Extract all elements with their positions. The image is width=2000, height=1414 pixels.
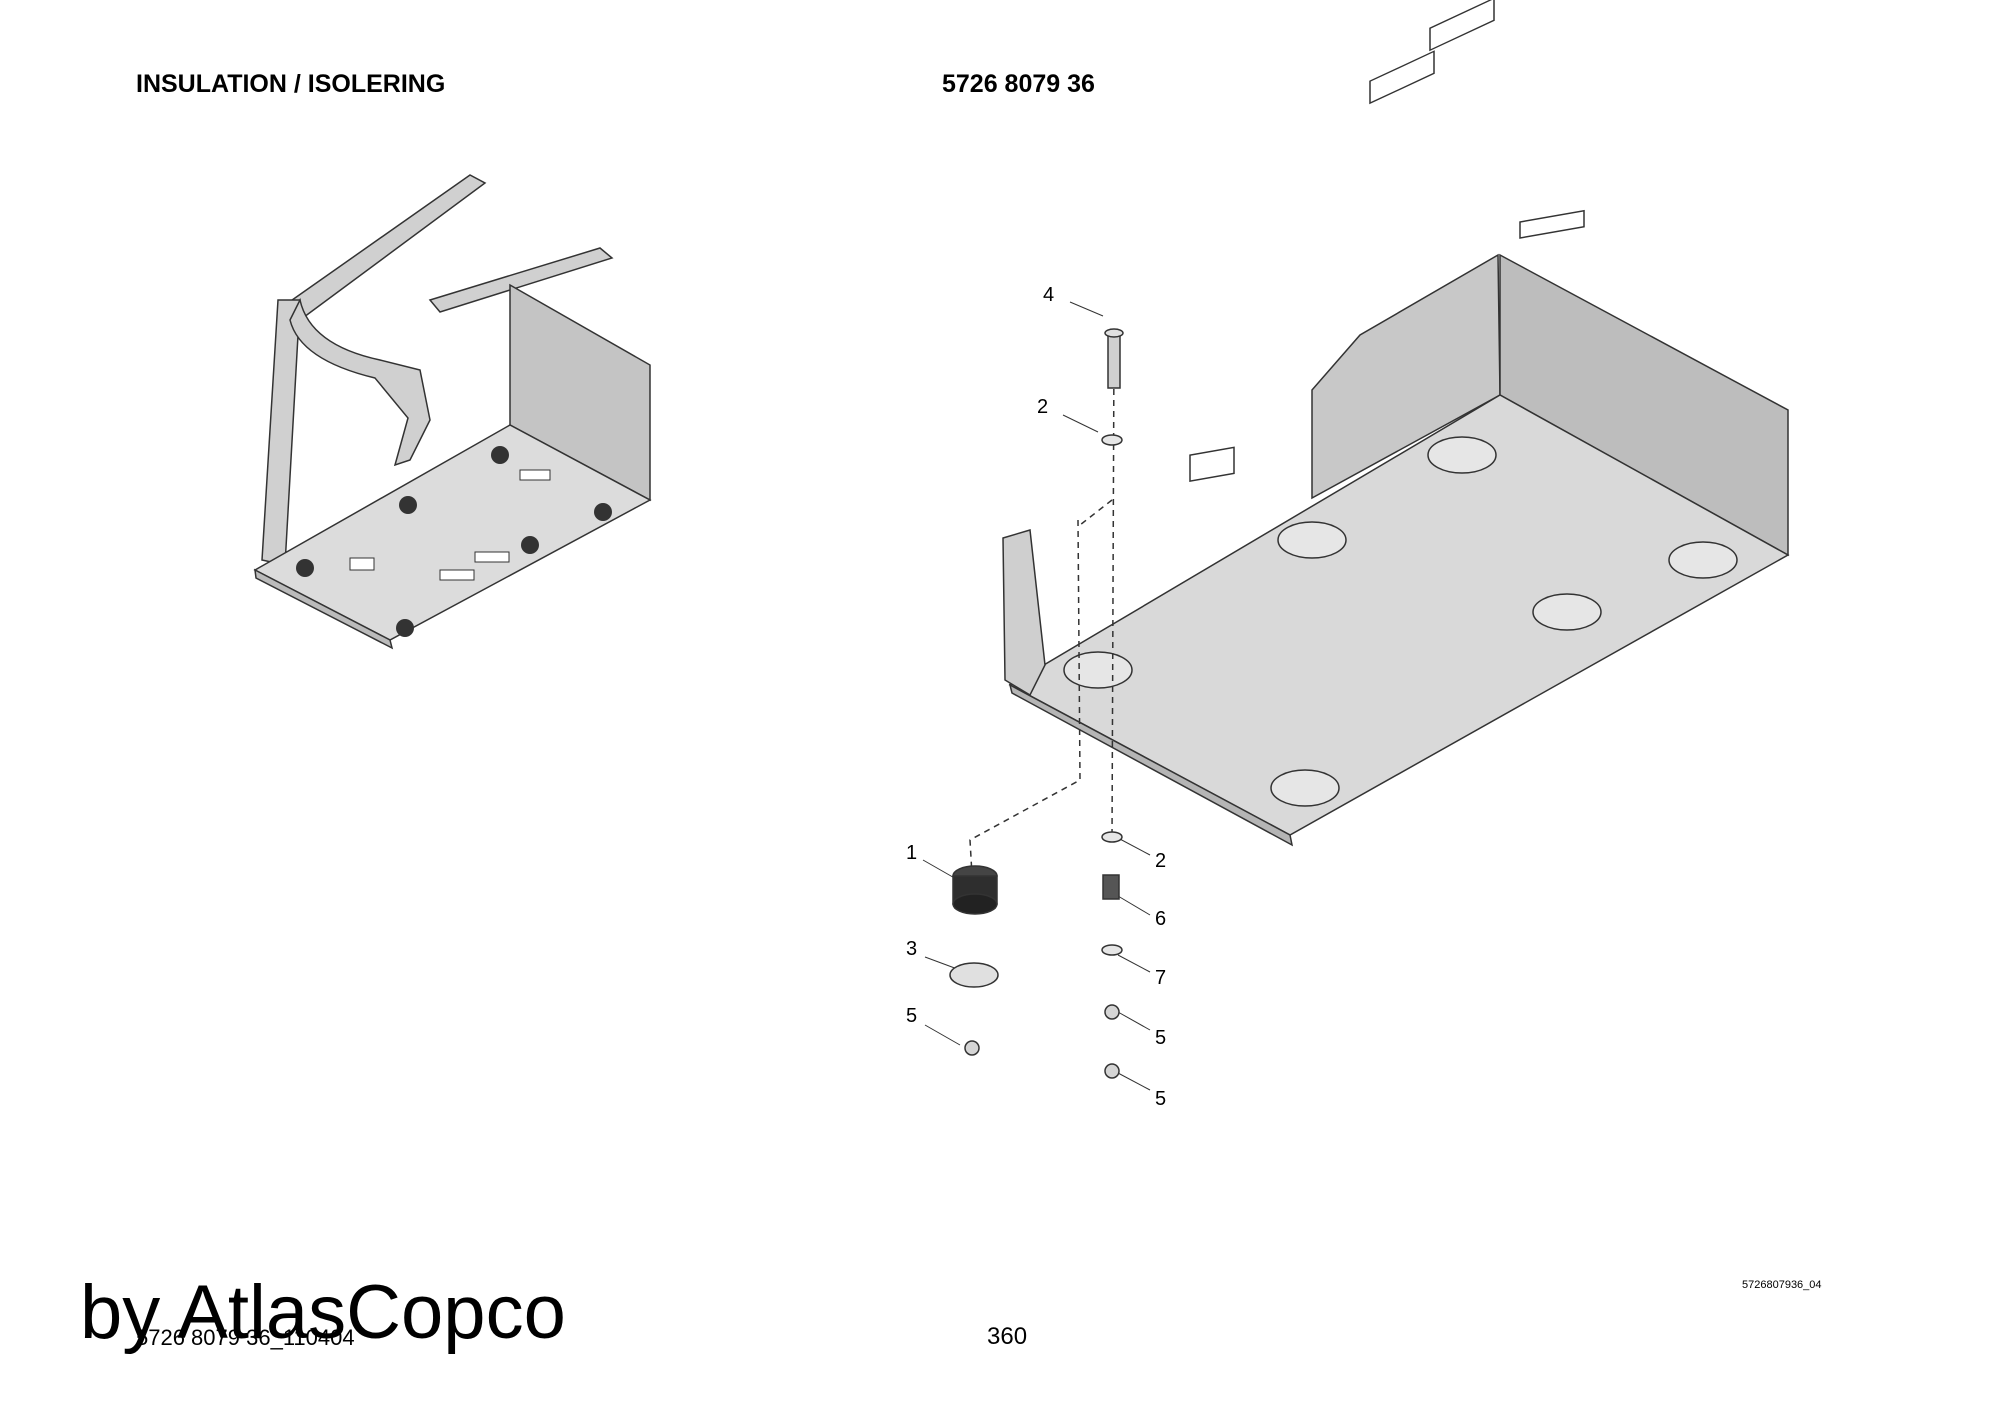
leader-2-right <box>1117 837 1151 856</box>
mount-e <box>521 536 539 554</box>
frame-rail-mid <box>428 247 614 313</box>
floor-cutout-d <box>519 469 551 481</box>
page-number: 360 <box>987 1323 1028 1350</box>
mount-f <box>396 619 414 637</box>
part-bolt-head <box>1104 328 1124 338</box>
callout-2-right: 2 <box>1155 850 1167 872</box>
callout-5-right-b: 5 <box>1155 1088 1167 1110</box>
figure-reference: 5726807936_04 <box>1742 1279 1822 1291</box>
mount-b <box>399 496 417 514</box>
part-washer-right <box>1101 831 1123 843</box>
leader-7 <box>1117 954 1151 973</box>
box-edge <box>254 568 394 650</box>
part-number: 5726 8079 36 <box>942 70 1095 98</box>
floor-oval-6 <box>1270 769 1340 807</box>
part-bolt <box>1107 332 1121 389</box>
document-reference: 5726 8079 36_110404 <box>136 1325 355 1350</box>
part-nut-right-a <box>1104 1004 1120 1020</box>
mount-a <box>296 559 314 577</box>
floor-cutout-b <box>439 569 475 581</box>
floor-oval-5 <box>1668 541 1738 579</box>
detail-front-rail <box>1002 529 1046 697</box>
mount-c <box>491 446 509 464</box>
leader-1 <box>922 859 959 881</box>
detail-back-wall <box>1311 253 1501 500</box>
part-plate-washer <box>949 962 999 988</box>
floor-cutout-c <box>474 551 510 563</box>
leader-2-top <box>1062 414 1099 433</box>
frame-rail-curve <box>289 297 431 467</box>
assembly-line-center <box>1111 344 1115 841</box>
leader-6 <box>1117 895 1151 916</box>
part-washer-7 <box>1101 944 1123 956</box>
callout-1: 1 <box>906 842 918 864</box>
part-damper-bottom <box>952 893 998 915</box>
floor-oval-1 <box>1063 651 1133 689</box>
callout-5-right-a: 5 <box>1155 1027 1167 1049</box>
mount-d <box>594 503 612 521</box>
part-washer-top <box>1101 434 1123 446</box>
callout-2-top: 2 <box>1037 396 1049 418</box>
floor-oval-3 <box>1427 436 1497 474</box>
assembly-line-upper <box>1079 499 1113 526</box>
callout-6: 6 <box>1155 908 1167 930</box>
callout-3: 3 <box>906 938 918 960</box>
floor-oval-2 <box>1277 521 1347 559</box>
floor-window-4 <box>1519 209 1585 239</box>
floor-window-3 <box>1429 0 1495 52</box>
floor-window-2 <box>1369 50 1435 105</box>
callout-4: 4 <box>1043 284 1055 306</box>
callout-5-left: 5 <box>906 1005 918 1027</box>
leader-5-left <box>924 1024 961 1046</box>
leader-4 <box>1069 301 1104 317</box>
part-nut-left <box>964 1040 980 1056</box>
section-title: INSULATION / ISOLERING <box>136 70 446 98</box>
detail-floor-lip <box>1008 683 1294 847</box>
floor-oval-4 <box>1532 593 1602 631</box>
assembly-line-left <box>969 519 1081 876</box>
part-nut-right-b <box>1104 1063 1120 1079</box>
leader-5-right-b <box>1117 1072 1151 1091</box>
callout-7: 7 <box>1155 967 1167 989</box>
watermark: by AtlasCopco <box>80 1270 566 1355</box>
part-spacer <box>1102 874 1120 900</box>
leader-5-right-a <box>1117 1011 1151 1031</box>
floor-cutout-a <box>349 557 375 571</box>
floor-window-1 <box>1189 446 1235 483</box>
